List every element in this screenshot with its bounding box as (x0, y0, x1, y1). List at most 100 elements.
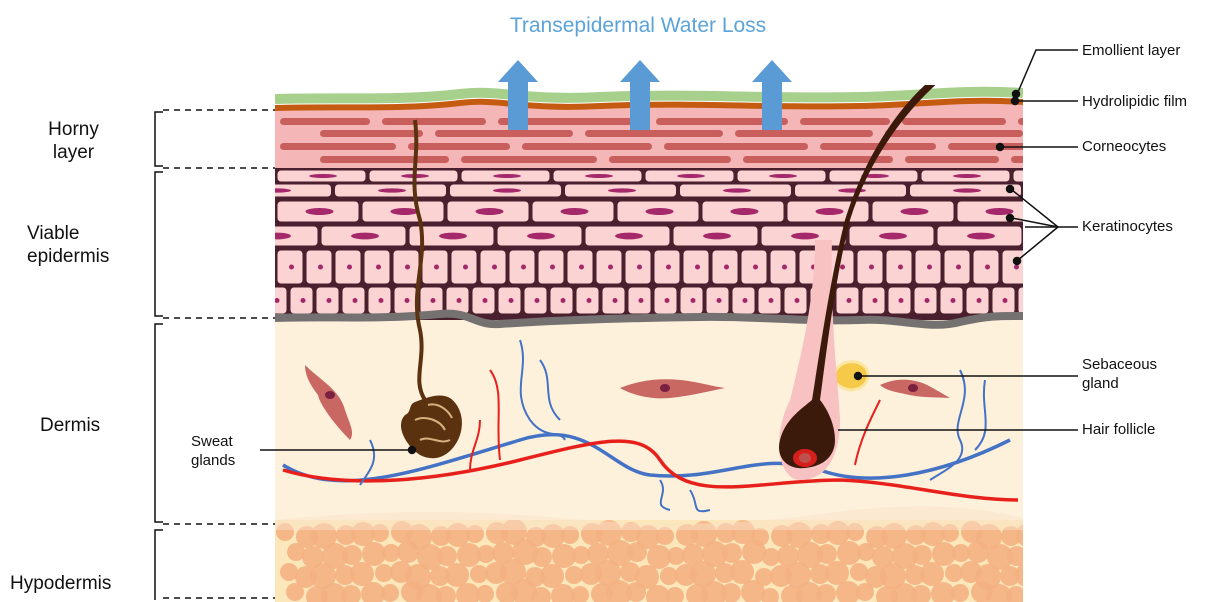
fat-cell (532, 547, 552, 567)
corneocyte (735, 130, 873, 137)
keratinocyte-nucleus (434, 265, 439, 270)
keratinocyte-nucleus (646, 208, 674, 215)
keratinocyte-nucleus (691, 298, 696, 303)
keratinocyte-nucleus (476, 208, 504, 215)
keratinocyte-nucleus (953, 174, 981, 178)
keratinocyte-nucleus (879, 233, 907, 240)
corneocyte (800, 118, 890, 125)
fat-cell (1026, 583, 1050, 602)
keratinocyte-nucleus (439, 233, 467, 240)
fat-cell (437, 546, 457, 566)
keratinocyte-nucleus (873, 298, 878, 303)
keratinocyte-nucleus (521, 265, 526, 270)
keratinocyte-nucleus (791, 233, 819, 240)
keratinocyte-nucleus (724, 265, 729, 270)
keratinocyte-nucleus (717, 298, 722, 303)
keratinocyte-nucleus (289, 265, 294, 270)
horny-layer-label-line2: layer (36, 141, 111, 164)
keratinocyte-nucleus (351, 233, 379, 240)
fat-cell (742, 540, 766, 564)
keratinocyte-nucleus (579, 265, 584, 270)
fat-cell (397, 541, 419, 563)
keratinocyte-nucleus (306, 208, 334, 215)
layer-brackets (155, 110, 275, 600)
keratinocyte-nucleus (967, 233, 995, 240)
keratinocyte-nucleus (585, 174, 613, 178)
keratinocyte-nucleus (379, 298, 384, 303)
keratinocyte-nucleus (956, 265, 961, 270)
keratinocyte-nucleus (695, 265, 700, 270)
fat-cell (1015, 563, 1039, 587)
keratinocyte-nucleus (639, 298, 644, 303)
keratinocyte (1018, 287, 1041, 314)
keratinocyte-nucleus (587, 298, 592, 303)
keratinocyte-nucleus (816, 208, 844, 215)
keratinocyte-nucleus (1003, 298, 1008, 303)
keratinocyte-nucleus (353, 298, 358, 303)
keratinocyte-nucleus (535, 298, 540, 303)
sebaceous-gland-label-line1: Sebaceous (1082, 355, 1157, 374)
keratinocyte-nucleus (1045, 174, 1073, 178)
fat-cell (722, 543, 742, 563)
corneocyte (320, 130, 423, 137)
fat-cell (1007, 546, 1027, 566)
emollient-layer-label: Emollient layer (1082, 41, 1180, 60)
hydrolipidic-film-label: Hydrolipidic film (1082, 92, 1187, 111)
keratinocyte-nucleus (723, 188, 751, 192)
keratinocyte-nucleus (847, 298, 852, 303)
corneocyte (382, 118, 486, 125)
keratinocyte-nucleus (869, 265, 874, 270)
keratinocyte-nucleus (951, 298, 956, 303)
corneocyte (461, 156, 597, 163)
corneocyte (280, 143, 396, 150)
keratinocyte-nucleus (927, 265, 932, 270)
keratinocyte-nucleus (347, 265, 352, 270)
keratinocyte-nucleus (666, 265, 671, 270)
keratinocyte-nucleus (608, 188, 636, 192)
keratinocyte-nucleus (782, 265, 787, 270)
viable-epidermis-label-line1: Viable (27, 222, 109, 245)
keratinocyte-nucleus (838, 188, 866, 192)
corneocytes-label: Corneocytes (1082, 137, 1166, 156)
keratinocyte-nucleus (769, 298, 774, 303)
keratinocyte-nucleus (483, 298, 488, 303)
keratinocyte-nucleus (795, 298, 800, 303)
keratinocyte-nucleus (1029, 298, 1034, 303)
keratinocyte-nucleus (677, 174, 705, 178)
fat-cell (1027, 543, 1051, 567)
keratinocyte-nucleus (561, 298, 566, 303)
keratinocyte-nucleus (901, 208, 929, 215)
keratinocyte-nucleus (985, 265, 990, 270)
sebaceous-gland-label-line2: gland (1082, 374, 1157, 393)
fat-cell (951, 584, 969, 602)
keratinocyte-nucleus (703, 233, 731, 240)
corneocyte (609, 156, 731, 163)
corneocyte (902, 118, 1006, 125)
fat-cell (627, 542, 647, 562)
keratinocyte-nucleus (898, 265, 903, 270)
keratinocyte-nucleus (899, 298, 904, 303)
keratinocyte-nucleus (925, 298, 930, 303)
keratinocyte-nucleus (431, 298, 436, 303)
fat-cell (286, 583, 304, 601)
sebaceous-gland-label: Sebaceous gland (1082, 355, 1157, 393)
corneocyte (408, 143, 510, 150)
corneocyte (905, 156, 999, 163)
keratinocyte-nucleus (731, 208, 759, 215)
horny-layer-label-line1: Horny (36, 118, 111, 141)
keratinocyte-nucleus (327, 298, 332, 303)
viable-epidermis-label: Viable epidermis (27, 222, 109, 268)
keratinocyte-nucleus (309, 174, 337, 178)
fat-cell (381, 584, 399, 602)
dermis-label: Dermis (40, 414, 100, 437)
fat-cell (912, 545, 932, 565)
keratinocyte-nucleus (463, 265, 468, 270)
keratinocyte-nucleus (263, 188, 291, 192)
keratinocyte-nucleus (405, 298, 410, 303)
corneocyte (522, 143, 652, 150)
keratinocytes-label: Keratinocytes (1082, 217, 1173, 236)
corneocyte (1011, 156, 1147, 163)
viable-epidermis-label-line2: epidermis (27, 245, 109, 268)
keratinocyte-nucleus (405, 265, 410, 270)
